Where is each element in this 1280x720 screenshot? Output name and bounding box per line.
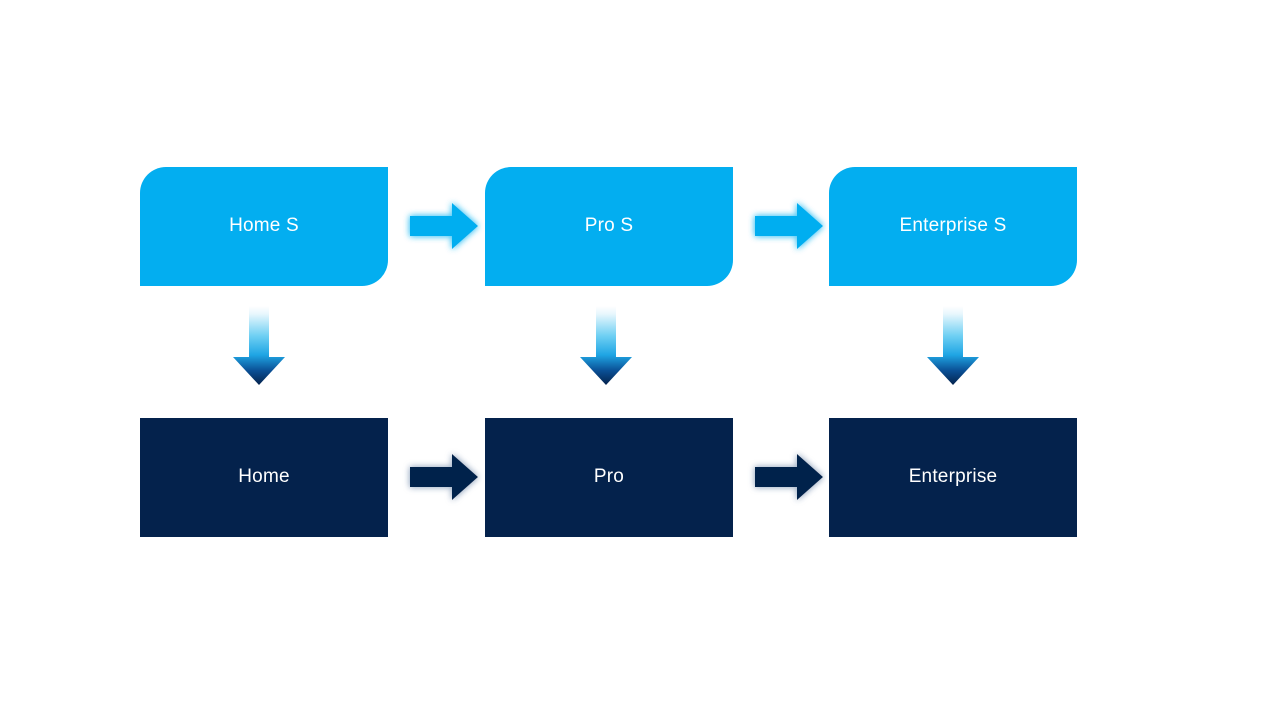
node-enterprise-s[interactable]: Enterprise S: [829, 167, 1077, 286]
arrow-right-icon: [410, 454, 478, 500]
node-label-home: Home: [238, 466, 290, 488]
down-arrow-3: [925, 305, 981, 387]
node-pro-s[interactable]: Pro S: [485, 167, 733, 286]
node-home[interactable]: Home: [140, 418, 388, 537]
node-label-pro: Pro: [593, 466, 625, 488]
node-label-enterprise: Enterprise: [908, 466, 998, 488]
product-arrow-2: [753, 451, 825, 503]
arrow-down-icon: [580, 306, 632, 385]
down-arrow-1: [231, 305, 287, 387]
down-arrow-2: [578, 305, 634, 387]
arrow-right-icon: [755, 454, 823, 500]
service-arrow-1: [408, 200, 480, 252]
service-arrow-2: [753, 200, 825, 252]
node-label-home-s: Home S: [229, 215, 299, 237]
arrow-right-icon: [755, 203, 823, 249]
arrow-right-icon: [410, 203, 478, 249]
node-enterprise[interactable]: Enterprise: [829, 418, 1077, 537]
node-pro[interactable]: Pro: [485, 418, 733, 537]
node-label-enterprise-s: Enterprise S: [899, 215, 1007, 237]
node-home-s[interactable]: Home S: [140, 167, 388, 286]
product-arrow-1: [408, 451, 480, 503]
arrow-down-icon: [927, 306, 979, 385]
arrow-down-icon: [233, 306, 285, 385]
node-label-pro-s: Pro S: [584, 215, 634, 237]
